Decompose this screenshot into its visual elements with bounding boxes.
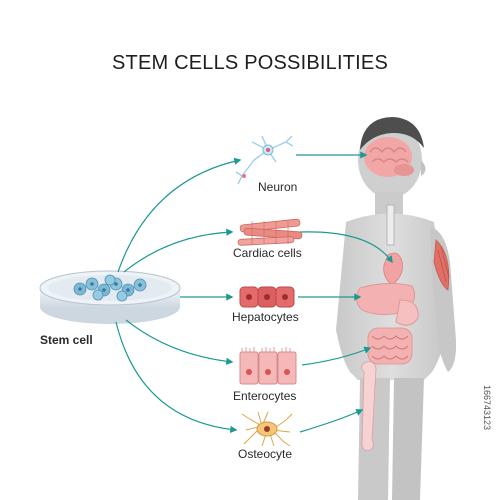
petri-dish — [39, 270, 181, 324]
arrow-enterocytes-to-intestine — [301, 346, 372, 366]
trachea-organ — [386, 204, 395, 246]
osteocyte-label: Osteocyte — [238, 447, 293, 461]
cardiac-cells-label: Cardiac cells — [233, 246, 302, 260]
hepatocytes-label: Hepatocytes — [232, 310, 299, 324]
enterocytes-label: Enterocytes — [233, 389, 297, 403]
stock-id: 166743123 — [482, 385, 492, 431]
arrow-to-neuron — [117, 157, 242, 273]
femur-bone-organ — [361, 361, 377, 451]
intestine-organ — [367, 327, 413, 365]
stomach-organ — [395, 299, 419, 326]
bicep-muscle-organ — [433, 239, 450, 291]
brain-organ — [364, 137, 414, 177]
stem-cell-cluster — [73, 274, 147, 302]
neuron-icon — [235, 135, 294, 185]
arrow-to-cardiac-cells — [123, 228, 234, 273]
stem-cell-label: Stem cell — [40, 333, 93, 347]
diagram-title: STEM CELLS POSSIBILITIES — [111, 52, 388, 74]
hepatocytes-icon — [239, 286, 295, 308]
arrow-to-osteocyte — [115, 321, 238, 433]
arrow-to-enterocytes — [125, 319, 234, 365]
cardiac-cells-icon — [237, 218, 303, 246]
differentiation-arrows — [115, 157, 242, 433]
organ-arrows — [296, 151, 393, 433]
osteocyte-icon — [241, 411, 293, 447]
arrow-osteocyte-to-bone — [299, 409, 364, 433]
enterocytes-icon — [239, 347, 297, 385]
neuron-label: Neuron — [258, 180, 298, 194]
arrow-cardiac-to-heart — [299, 231, 393, 264]
